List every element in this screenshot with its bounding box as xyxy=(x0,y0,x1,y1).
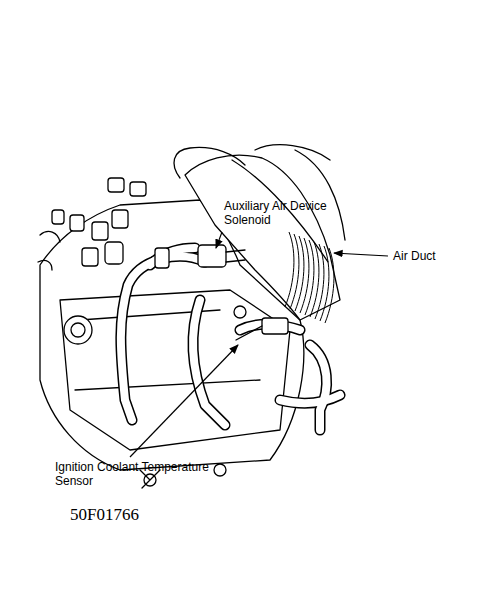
bellows-rib xyxy=(295,236,304,311)
figure-number: 50F01766 xyxy=(70,505,190,524)
bellows-rib xyxy=(315,244,324,319)
bellows-rib xyxy=(310,242,319,317)
bellows-rib xyxy=(285,232,294,307)
part-label: Ignition Coolant Temperature Sensor xyxy=(55,460,240,488)
bellows-rib xyxy=(325,248,334,323)
bellows-rib xyxy=(300,238,309,313)
part-label: Auxiliary Air Device Solenoid xyxy=(224,199,349,227)
bellows-rib xyxy=(320,246,329,321)
bellows-rib xyxy=(290,234,299,309)
bellows-rib xyxy=(305,240,314,315)
part-label: Air Duct xyxy=(393,249,483,263)
